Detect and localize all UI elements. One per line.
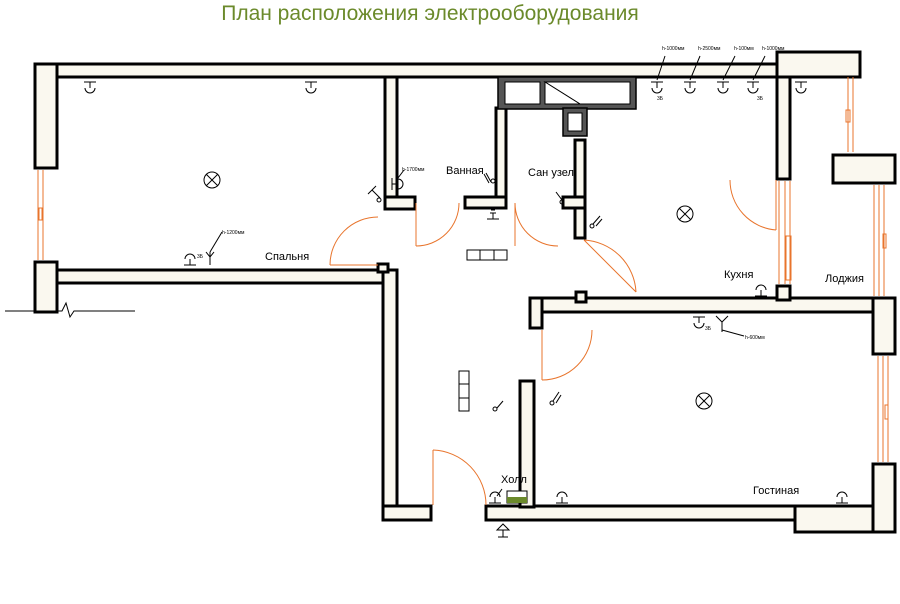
window-loggia [873,185,887,296]
wall-top-right-box [775,50,862,79]
window-top-right [845,77,854,152]
switch-icon [492,400,504,412]
door-living [541,329,593,381]
room-labels: Спальня Ванная Сан узел Кухня Лоджия Хол… [265,165,864,497]
electrical [84,55,848,538]
wall-bedroom-bottom [55,268,399,285]
annotation-bedroom-h: h-1200мм [222,230,245,236]
socket-icon [747,55,766,94]
door-loggia [729,179,777,231]
doors [329,179,777,506]
section-break-line [5,301,135,319]
wall-wc-right [573,138,587,240]
socket-icon [684,55,701,94]
room-label-living: Гостиная [753,485,799,497]
socket-icon [651,55,666,94]
annotation-bath-h: h-1700мм [402,167,425,173]
door-entrance [432,449,487,506]
bath-light-icon [391,169,405,190]
annotation-kitchen-h4: h-1000мм [762,46,785,52]
socket-label: 3Б [197,254,204,260]
wall-bath-stub-left [383,195,417,211]
socket-icon [717,55,736,94]
vent-shafts [497,76,637,137]
wall-bedroom-bath [383,75,399,211]
room-label-hall: Холл [501,474,527,486]
wall-light-icon [305,81,317,94]
socket-label: 3Б [757,96,764,102]
socket-icon [556,491,568,504]
wall-left-upper [33,62,59,170]
hall-light-bar-icon [466,249,508,261]
annotation-kitchen-h1: h-1000мм [662,46,685,52]
tv-outlet-icon [715,315,745,337]
window-living [877,356,889,462]
annotation-kitchen-h3: h-100мм [734,46,754,52]
wall-small-stub [574,290,588,304]
wall-right-middle [871,296,897,356]
bath-socket-icon [487,209,499,220]
switch-icon [555,191,565,205]
wall-light-icon [84,81,96,94]
wall-left-lower [33,260,59,314]
windows [37,77,889,462]
door-wc [514,202,559,247]
wall-light-icon [795,81,807,94]
room-label-kitchen: Кухня [724,269,753,281]
socket-icon [693,316,705,329]
annotation-kitchen-h2: h-2500мм [698,46,721,52]
switch-icon [367,185,382,203]
door-bedroom [329,216,379,266]
wall-bath-stub-right [463,195,508,210]
door-kitchen [583,239,637,293]
socket-icon [489,488,503,504]
wall-kitchen-right-upper [775,75,792,181]
socket-icon [755,284,767,297]
room-label-bathroom: Ванная [446,165,484,177]
wall-wc-stub [561,195,587,210]
ceiling-light-icon [676,205,694,223]
wall-top [33,62,862,79]
doorbell-icon [495,523,511,538]
window-bedroom [37,170,44,260]
hall-light-bar-icon [458,370,470,412]
annotation-living-h: h-600мм [745,335,765,341]
wall-hall-left [381,268,399,509]
room-label-loggia: Лоджия [825,273,864,285]
wall-right-lower [871,462,897,534]
door-bath [415,202,460,247]
switch-icon [483,172,496,184]
socket-label: 3Б [705,326,712,332]
switch-icon [589,215,603,229]
walls [33,50,897,534]
socket-label: 3Б [657,96,664,102]
wall-bath-wc [494,106,508,210]
annotations: h-1000мм h-2500мм h-100мм h-1000мм h-170… [197,46,785,341]
window-kitchen-loggia [778,181,792,284]
wall-hall-bottom-left [381,504,433,522]
wall-living-stub [528,296,544,330]
socket-icon [836,491,848,504]
wall-kitchen-right-lower [775,284,792,302]
ceiling-light-icon [203,171,221,189]
socket-icon [184,231,223,266]
switch-icon [549,391,562,406]
room-label-wc: Сан узел [528,167,574,179]
room-label-bedroom: Спальня [265,251,309,263]
wall-loggia-top [831,153,897,185]
ceiling-light-icon [695,392,713,410]
plan-title: План расположения электрооборудования [221,2,639,25]
wall-living-left [518,379,536,509]
wall-bedroom-door-stub [376,262,390,274]
